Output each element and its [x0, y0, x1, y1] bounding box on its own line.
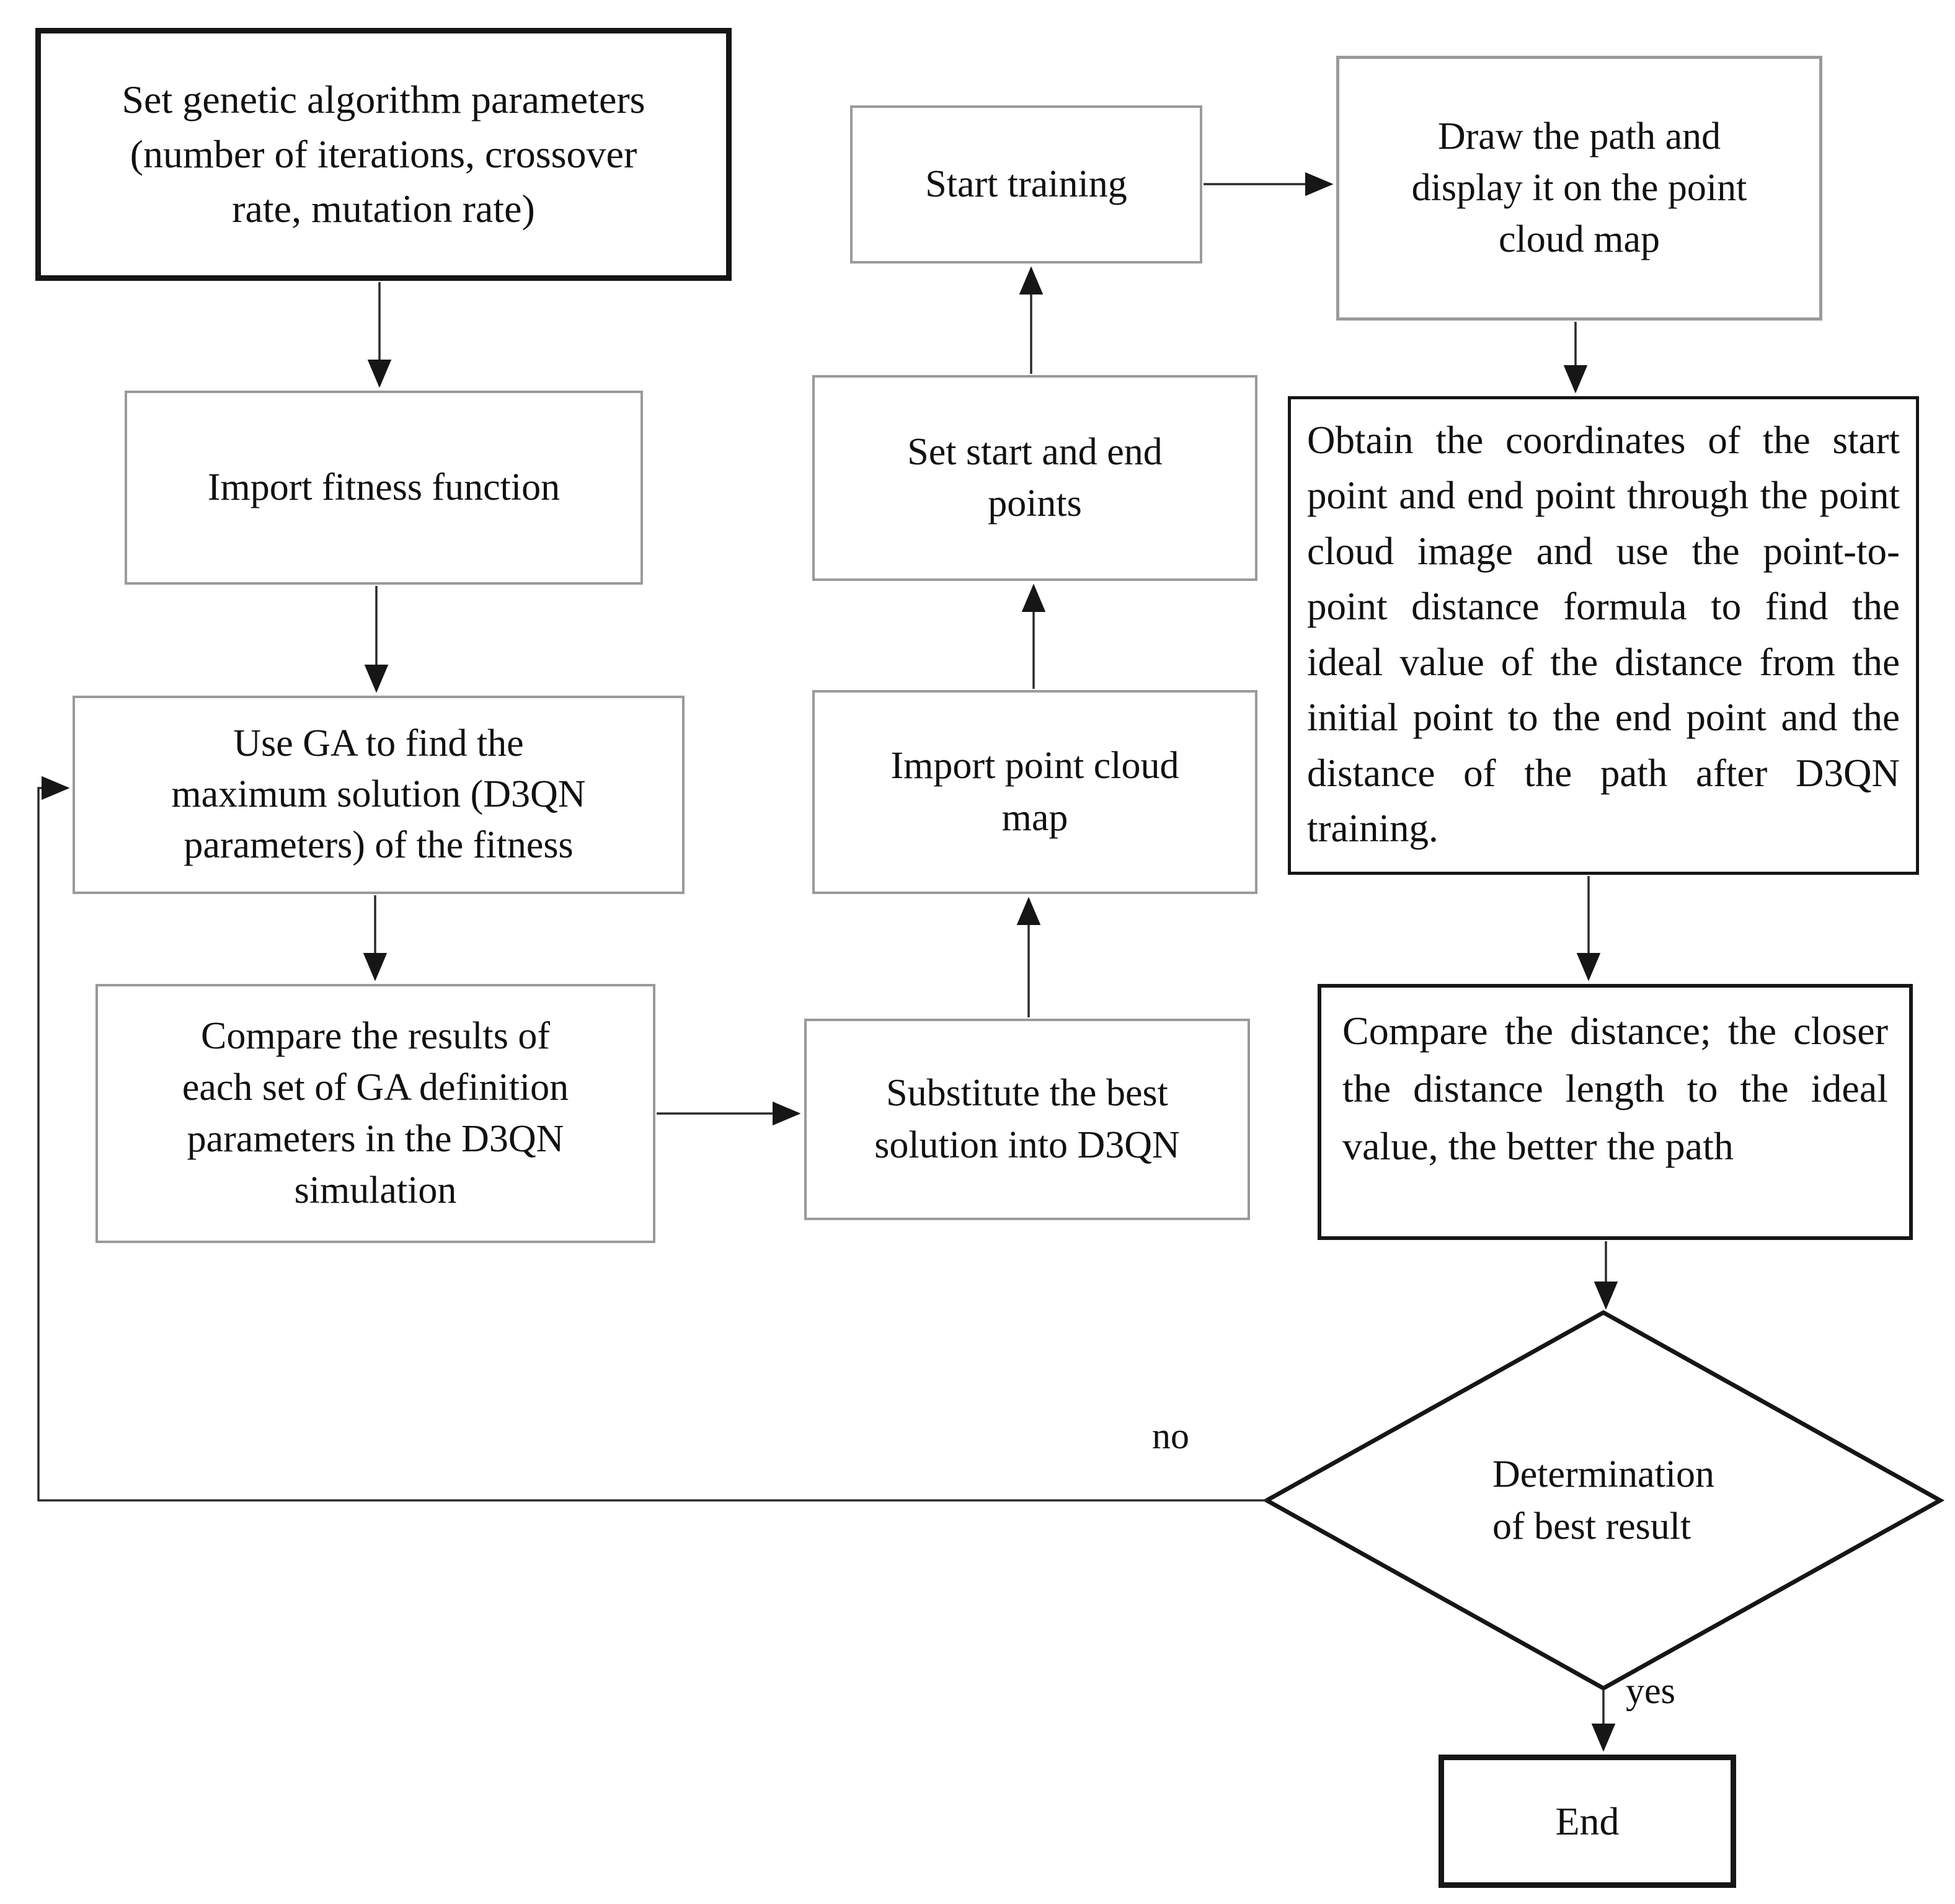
node-text: Start training [925, 163, 1127, 205]
node-set-ga-parameters: Set genetic algorithm parameters (number… [35, 28, 732, 281]
decision-diamond-shape [1262, 1309, 1945, 1691]
node-text: Set genetic algorithm parameters (number… [122, 77, 645, 231]
node-text: Draw the path and display it on the poin… [1411, 115, 1747, 261]
node-end: End [1439, 1755, 1736, 1888]
node-text: Compare the distance; the closer the dis… [1342, 1009, 1888, 1168]
node-text: End [1555, 1799, 1620, 1843]
node-import-fitness-function: Import fitness function [125, 391, 643, 585]
node-text: Compare the results of each set of GA de… [182, 1014, 569, 1212]
node-substitute-best-solution: Substitute the best solution into D3QN [804, 1019, 1250, 1220]
node-text: Import point cloud map [890, 745, 1179, 839]
decision-determination-best-result: Determination of best result [1267, 1313, 1940, 1688]
node-import-point-cloud-map: Import point cloud map [812, 690, 1257, 894]
node-set-start-end-points: Set start and end points [812, 375, 1257, 581]
node-text: Determination of best result [1492, 1453, 1715, 1548]
edge-label-no: no [1152, 1415, 1189, 1456]
edge-label-yes: yes [1626, 1670, 1675, 1711]
node-compare-ga-results: Compare the results of each set of GA de… [95, 984, 655, 1243]
node-text: Substitute the best solution into D3QN [874, 1072, 1180, 1166]
node-text: Obtain the coordinates of the start poin… [1307, 418, 1900, 851]
arrow-no-feedback-to-use-ga [37, 776, 1267, 1502]
node-use-ga-find-maximum: Use GA to find the maximum solution (D3Q… [73, 696, 685, 894]
node-text: Set start and end points [907, 430, 1163, 525]
node-compare-distance: Compare the distance; the closer the dis… [1318, 984, 1913, 1240]
node-start-training: Start training [850, 105, 1202, 263]
node-draw-path-display: Draw the path and display it on the poin… [1336, 56, 1822, 321]
node-text: Import fitness function [207, 466, 561, 508]
node-obtain-coordinates: Obtain the coordinates of the start poin… [1288, 396, 1919, 875]
node-text: Use GA to find the maximum solution (D3Q… [171, 722, 586, 866]
